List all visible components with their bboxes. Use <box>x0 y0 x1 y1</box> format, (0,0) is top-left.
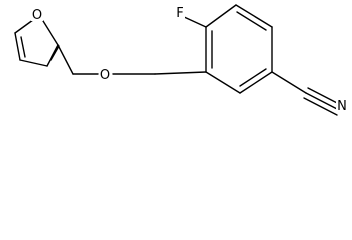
furan-oxygen-label: O <box>32 8 42 23</box>
bond-furan-ch2 <box>57 44 74 75</box>
bond-ring-c2-c3 <box>205 4 237 28</box>
atom-labels: O O F N <box>31 5 348 114</box>
bond-c-f <box>181 15 207 28</box>
bond-ring-c3-c4 <box>235 4 273 28</box>
bond-ring-cn <box>271 71 307 94</box>
bond-c-n-triple-1 <box>305 92 340 111</box>
bond-furan-c4-c5-inner <box>50 45 60 61</box>
bond-c-n-triple-2 <box>307 87 342 106</box>
bond-furan-c2-c3-inner <box>20 36 26 58</box>
bond-ring-c3-c4-inner <box>236 11 267 31</box>
ether-oxygen-label: O <box>100 68 110 83</box>
bond-ring-c5-c6 <box>239 71 273 94</box>
bond-furan-c2-c3 <box>14 32 21 61</box>
bond-ch2-ring <box>154 71 207 75</box>
bond-furan-c3-c4 <box>19 59 48 67</box>
fluorine-label: F <box>176 6 183 21</box>
furan-ring <box>14 16 60 67</box>
ether-linker <box>57 44 207 75</box>
nitrile-nitrogen-label: N <box>337 99 347 114</box>
bond-ring-c5-c6-inner <box>239 68 267 87</box>
benzene-ring <box>205 4 273 94</box>
molecule-structure: O O F N <box>14 4 348 116</box>
nitrile-group <box>271 71 342 116</box>
bond-furan-c4-c5 <box>46 44 59 67</box>
bond-furan-c5-o <box>42 20 59 46</box>
bond-c-n-triple-3 <box>303 97 338 116</box>
bond-ring-c6-c1 <box>205 71 241 94</box>
